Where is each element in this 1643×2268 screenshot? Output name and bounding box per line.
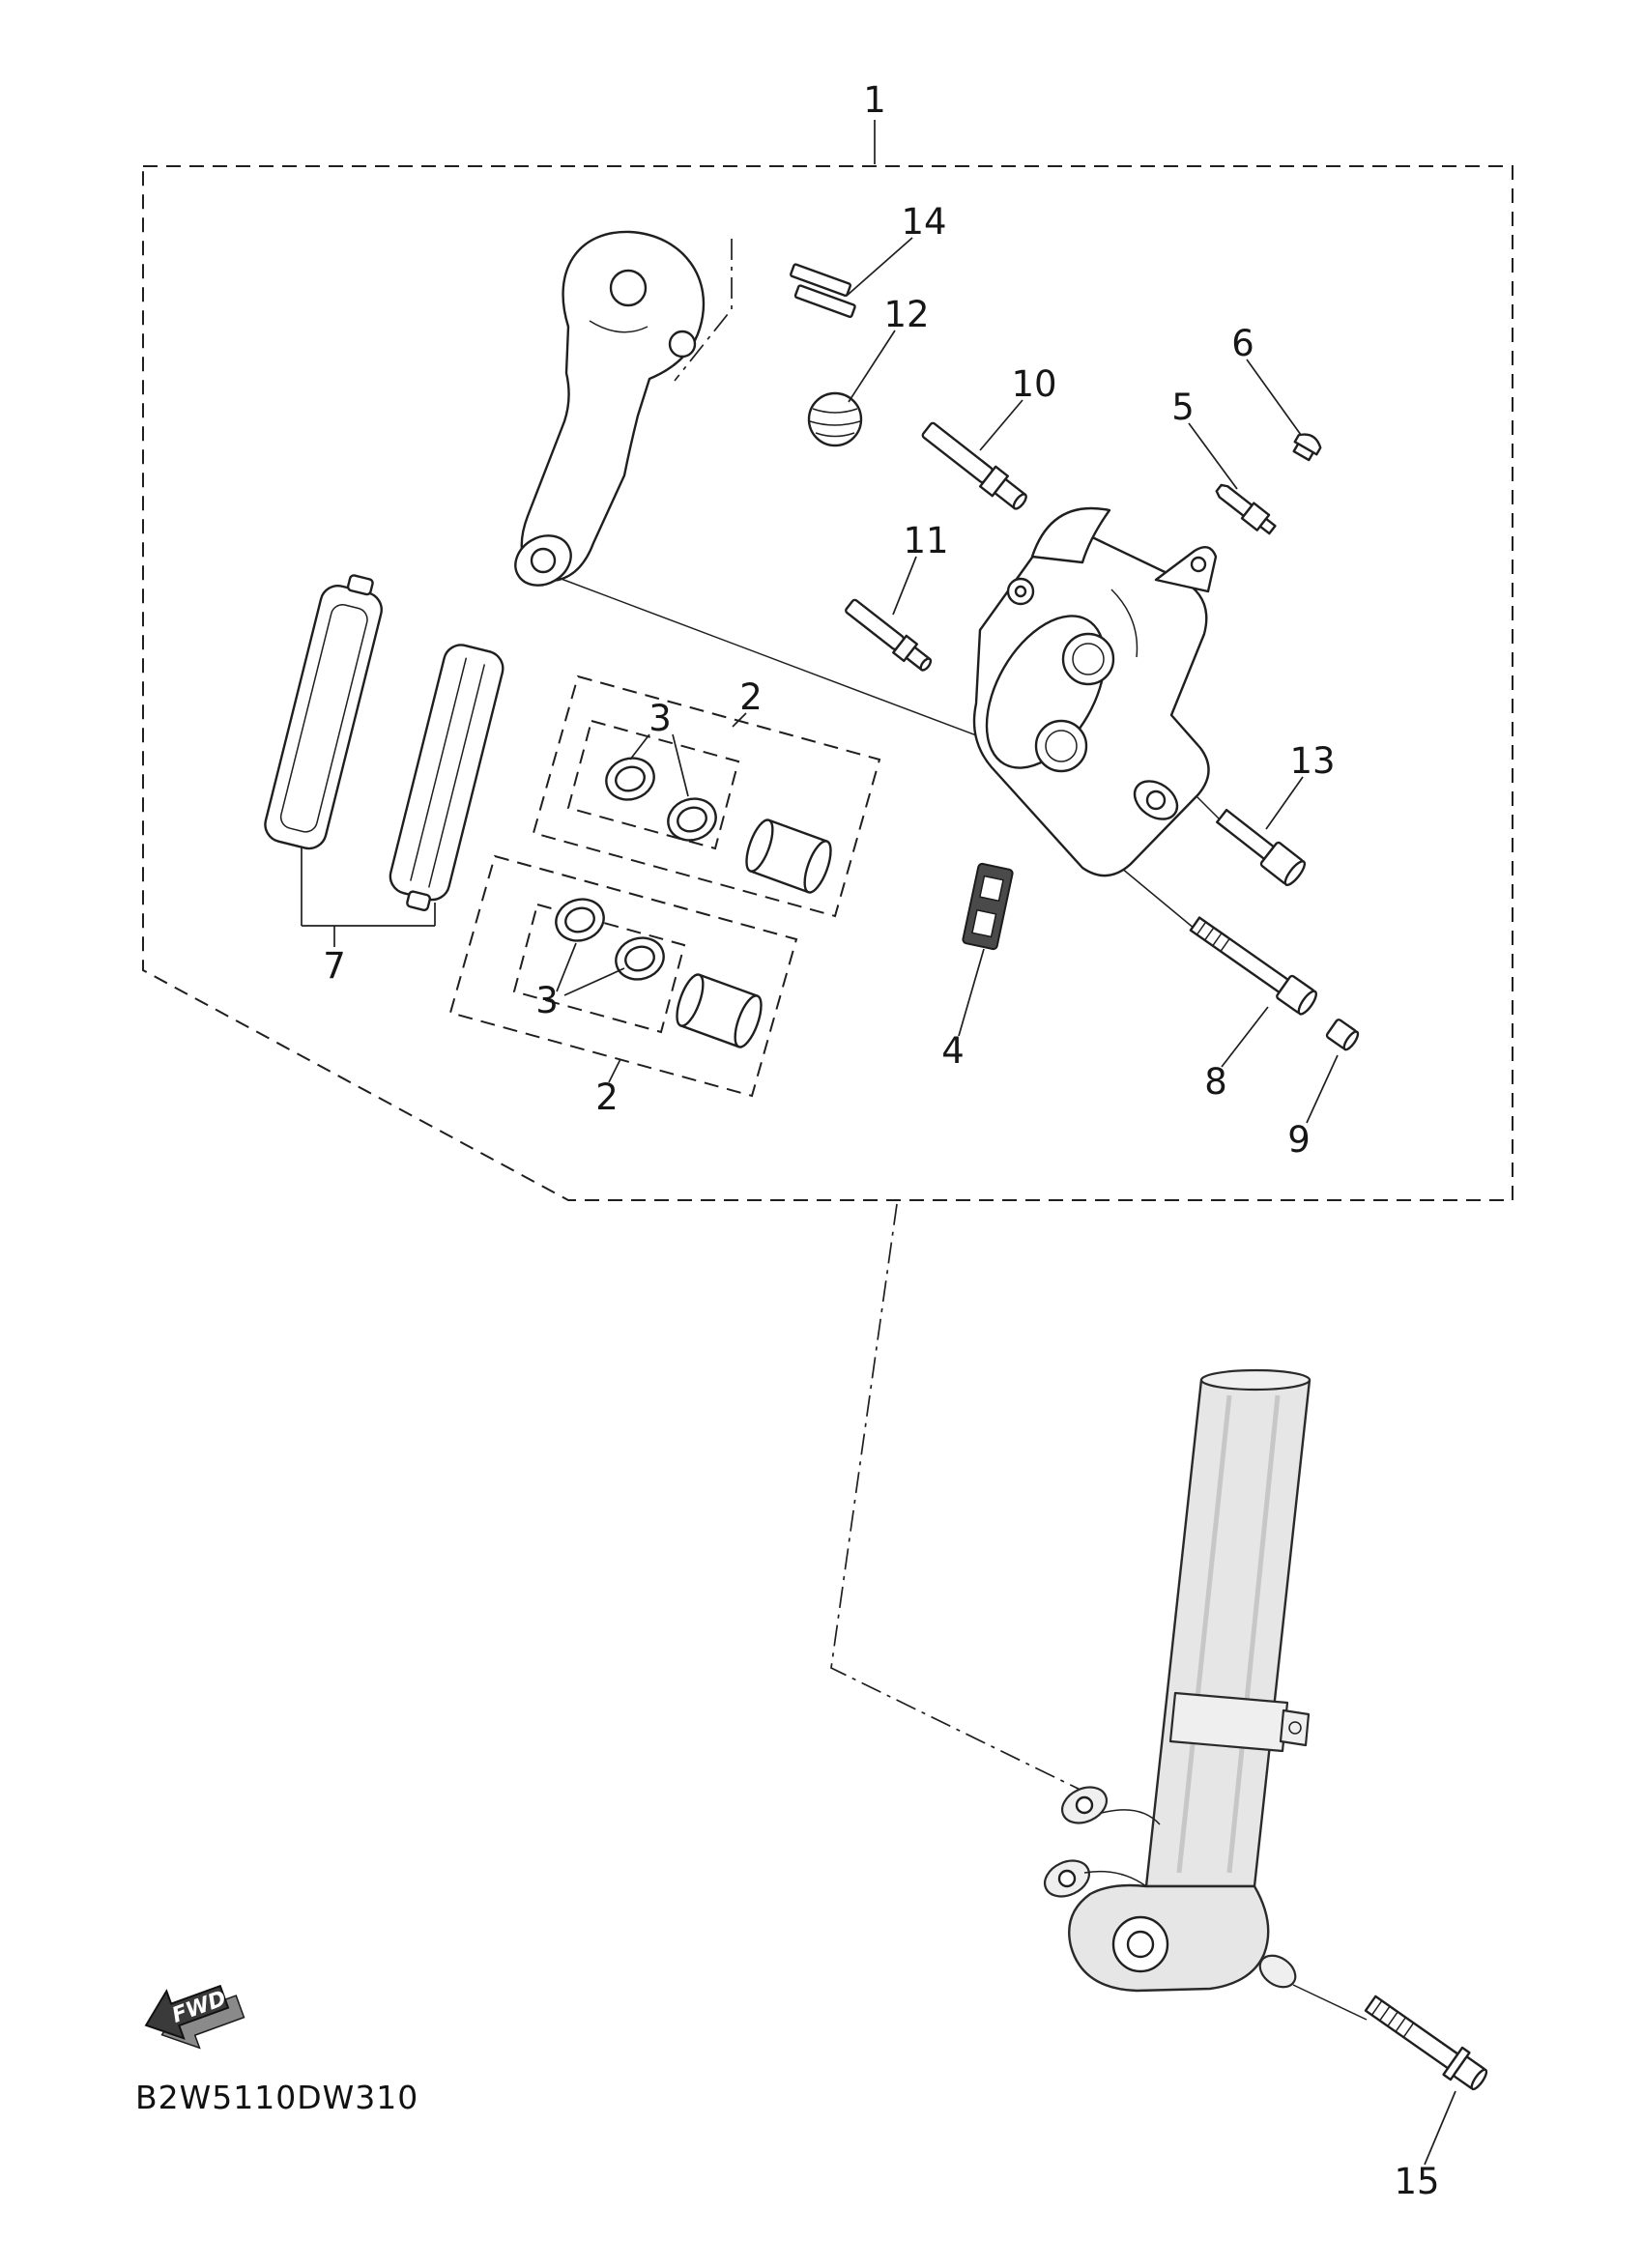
piston-seal-lower-b	[615, 936, 665, 981]
pad-pin-lower	[845, 598, 933, 672]
seal-kit-lower	[448, 854, 798, 1098]
pad-spring	[962, 862, 1014, 951]
callout-12: 12	[883, 294, 929, 335]
callout-6: 6	[1231, 323, 1254, 364]
shoulder-bolt	[1216, 808, 1307, 886]
boot-cap	[807, 391, 863, 447]
callout-5: 5	[1171, 387, 1195, 428]
brake-pad-left	[264, 574, 383, 850]
fork-axle-housing	[1068, 1883, 1270, 1993]
caliper-bolt	[1189, 916, 1318, 1016]
diagram-code: B2W5110DW310	[135, 2079, 418, 2116]
callout-2-lower: 2	[595, 1077, 619, 1118]
callout-2-upper: 2	[739, 676, 763, 718]
callout-11: 11	[903, 520, 948, 561]
fwd-arrow: FWD	[144, 1984, 245, 2050]
fork-leg	[1043, 1368, 1368, 2021]
assembly-boundary	[142, 120, 1513, 1201]
brake-pad-right	[389, 644, 504, 911]
callout-14: 14	[901, 201, 946, 243]
piston-seal-upper-b	[667, 797, 717, 842]
leader-lines	[556, 237, 1456, 2166]
brake-pad-connector	[301, 847, 436, 947]
callout-8: 8	[1204, 1061, 1227, 1103]
callout-3-upper: 3	[649, 698, 672, 739]
fork-mount-bolt	[1364, 1995, 1488, 2091]
callouts: 1 14 12 10 6 5 11 3 2 13 7 3 2 4 8 9 15	[323, 79, 1439, 2202]
bleed-screw-cap	[1292, 433, 1322, 462]
callout-4: 4	[941, 1030, 965, 1072]
caliper-piston-upper	[745, 818, 832, 894]
nut	[1325, 1019, 1360, 1051]
pad-shim	[790, 263, 856, 319]
fork-bolt-boss	[1258, 1954, 1297, 1989]
callout-9: 9	[1287, 1119, 1311, 1161]
piston-seal-lower-a	[555, 898, 605, 942]
seal-kit-upper	[532, 675, 881, 918]
callout-10: 10	[1011, 363, 1056, 405]
callout-3-lower: 3	[535, 980, 559, 1021]
piston-seal-upper-a	[605, 757, 655, 801]
caliper-mount-bosses	[1043, 1786, 1161, 1898]
callout-15: 15	[1394, 2161, 1439, 2202]
pad-pin-upper	[921, 421, 1027, 510]
bleed-screw	[1215, 483, 1277, 535]
callout-7: 7	[323, 945, 346, 987]
caliper-piston-lower	[676, 973, 763, 1048]
callout-1: 1	[863, 79, 886, 121]
caliper-body	[972, 506, 1218, 877]
caliper-bracket	[514, 230, 706, 587]
fork-clamp-ring	[1168, 1691, 1311, 1753]
callout-13: 13	[1289, 740, 1335, 782]
fork-locating-line	[830, 1203, 1097, 1798]
